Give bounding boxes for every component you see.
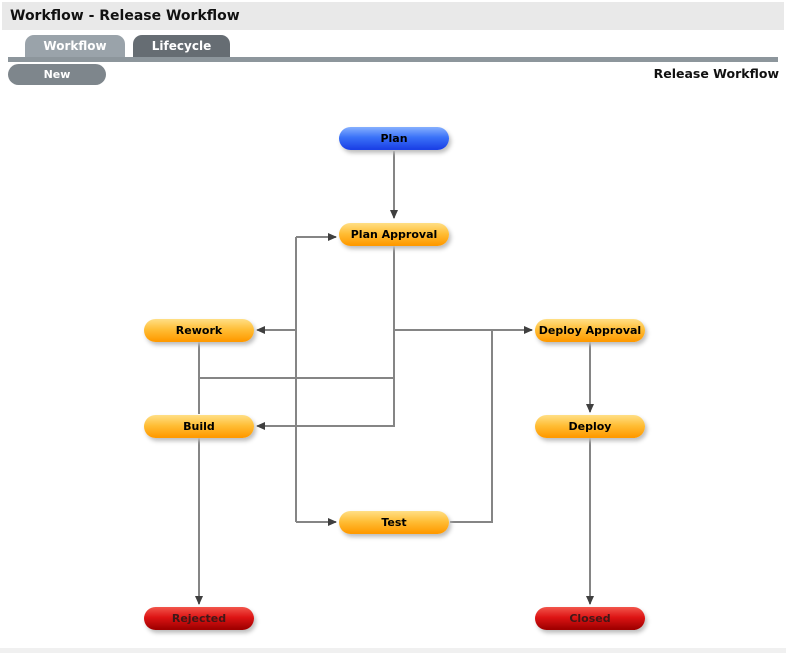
workflow-node-label: Test bbox=[381, 516, 407, 529]
workflow-node-rejected[interactable]: Rejected bbox=[144, 607, 254, 630]
workflow-node-label: Deploy bbox=[568, 420, 612, 433]
workflow-node-test[interactable]: Test bbox=[339, 511, 449, 534]
tab-lifecycle-label: Lifecycle bbox=[151, 39, 212, 53]
workflow-node-plan-approval[interactable]: Plan Approval bbox=[339, 223, 449, 246]
title-bar: Workflow - Release Workflow bbox=[2, 2, 784, 30]
connector-plan-approval-to-build bbox=[256, 246, 395, 430]
context-title: Release Workflow bbox=[653, 66, 779, 81]
workflow-node-label: Deploy Approval bbox=[538, 324, 642, 337]
workflow-node-label: Rejected bbox=[171, 612, 227, 625]
page-title: Workflow - Release Workflow bbox=[10, 8, 240, 24]
tab-underline-bar bbox=[8, 57, 778, 62]
workflow-node-label: Closed bbox=[569, 612, 611, 625]
workflow-node-label: Build bbox=[183, 420, 215, 433]
new-button[interactable]: New bbox=[8, 64, 106, 85]
workflow-connectors bbox=[195, 151, 594, 605]
workflow-node-plan[interactable]: Plan bbox=[339, 127, 449, 150]
workflow-node-closed[interactable]: Closed bbox=[535, 607, 645, 630]
workflow-node-label: Plan Approval bbox=[350, 228, 438, 241]
connector-test-riser bbox=[450, 330, 493, 523]
workflow-node-build[interactable]: Build bbox=[144, 415, 254, 438]
tab-workflow-label: Workflow bbox=[43, 39, 107, 53]
workflow-node-deploy[interactable]: Deploy bbox=[535, 415, 645, 438]
workflow-node-rework[interactable]: Rework bbox=[144, 319, 254, 342]
workflow-node-label: Rework bbox=[175, 324, 223, 337]
workflow-node-label: Plan bbox=[380, 132, 408, 145]
tab-workflow[interactable]: Workflow bbox=[25, 35, 125, 57]
new-button-label: New bbox=[43, 68, 71, 81]
tab-lifecycle[interactable]: Lifecycle bbox=[133, 35, 230, 57]
workflow-node-deploy-approval[interactable]: Deploy Approval bbox=[535, 319, 645, 342]
bottom-page-strip bbox=[0, 648, 786, 653]
